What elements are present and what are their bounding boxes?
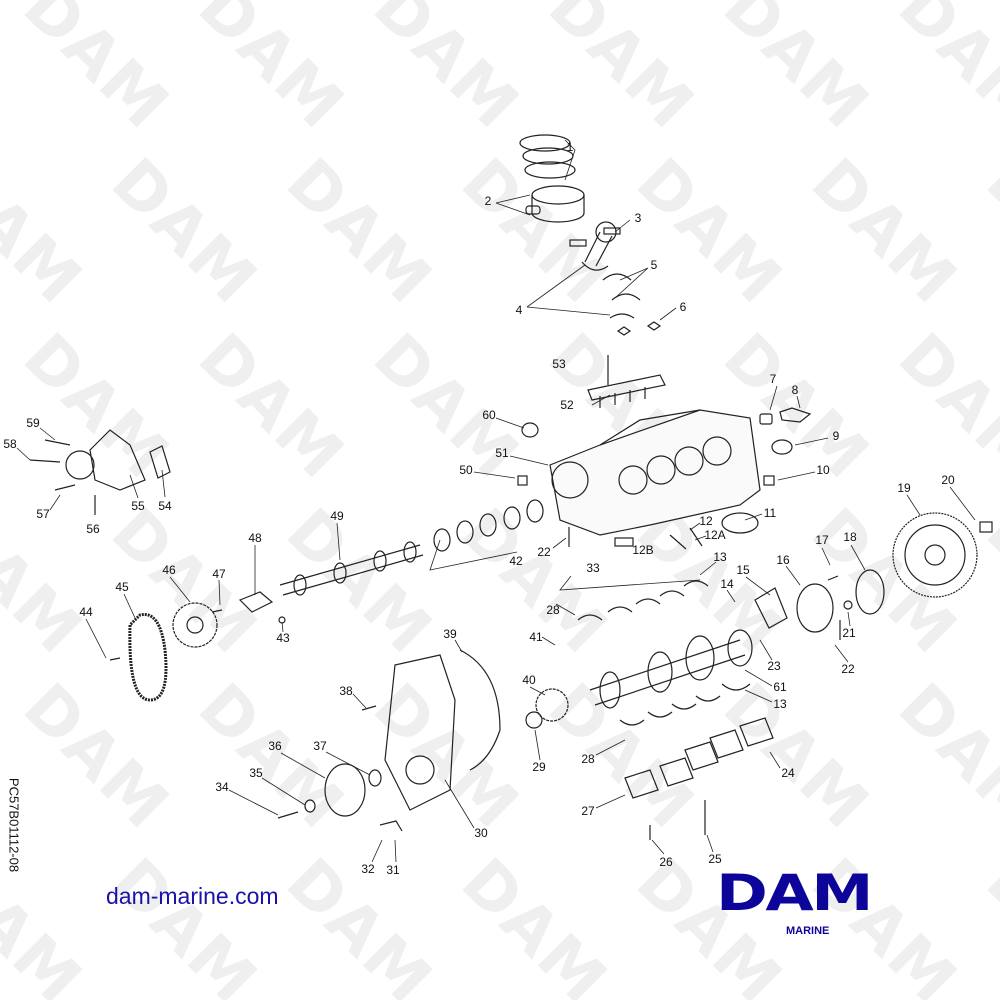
callout-label: 18 bbox=[843, 530, 857, 544]
callout-label: 37 bbox=[313, 739, 327, 753]
callout-label: 15 bbox=[736, 563, 750, 577]
callout-label: 35 bbox=[249, 766, 263, 780]
callout-label: 30 bbox=[474, 826, 488, 840]
water-pump bbox=[29, 429, 171, 515]
callout-label: 54 bbox=[158, 499, 172, 513]
cam-sprocket bbox=[172, 602, 218, 648]
callout-label: 34 bbox=[215, 780, 229, 794]
callout-label: 10 bbox=[816, 463, 830, 477]
drawing-code: PC57B01112-08 bbox=[6, 777, 22, 873]
callout-label: 55 bbox=[131, 499, 145, 513]
rear-seal-housing bbox=[754, 569, 885, 640]
callout-label: 28 bbox=[546, 603, 560, 617]
callout-label: 12A bbox=[704, 528, 726, 542]
callout-label: 22 bbox=[841, 662, 855, 676]
flywheel bbox=[892, 512, 993, 598]
callout-label: 4 bbox=[515, 303, 523, 317]
callout-label: 49 bbox=[330, 509, 344, 523]
callout-label: 31 bbox=[386, 863, 400, 877]
callout-label: 46 bbox=[162, 563, 176, 577]
timing-chain bbox=[109, 612, 168, 702]
callout-label: 19 bbox=[897, 481, 911, 495]
callout-label: 51 bbox=[495, 446, 509, 460]
callout-label: 57 bbox=[36, 507, 50, 521]
crank-sprocket bbox=[525, 688, 569, 729]
website-link[interactable]: dam-marine.com bbox=[106, 883, 279, 909]
lifter-guide bbox=[587, 355, 666, 408]
callout-label: 26 bbox=[659, 855, 673, 869]
callout-label: 17 bbox=[815, 533, 829, 547]
callout-label: 20 bbox=[941, 473, 955, 487]
callout-label: 59 bbox=[26, 416, 40, 430]
main-bearings-lower bbox=[619, 683, 751, 726]
leader-lines bbox=[16, 139, 976, 863]
callout-label: 28 bbox=[581, 752, 595, 766]
callout-label: 44 bbox=[79, 605, 93, 619]
callout-label: 36 bbox=[268, 739, 282, 753]
callout-label: 27 bbox=[581, 804, 595, 818]
crankshaft bbox=[589, 629, 753, 709]
callout-label: 56 bbox=[86, 522, 100, 536]
thrust-plate bbox=[211, 591, 286, 624]
callout-label: 13 bbox=[773, 697, 787, 711]
rod-bearings bbox=[602, 273, 662, 336]
cam-bearings bbox=[433, 499, 544, 552]
callout-label: 13 bbox=[713, 550, 727, 564]
dam-logo: DAM bbox=[716, 864, 873, 922]
callout-label: 47 bbox=[212, 567, 226, 581]
callout-label: 42 bbox=[509, 554, 523, 568]
callout-label: 40 bbox=[522, 673, 536, 687]
callout-label: 50 bbox=[459, 463, 473, 477]
balancer bbox=[277, 763, 403, 832]
logo-subtext: MARINE bbox=[786, 925, 830, 937]
callout-label: 41 bbox=[529, 630, 543, 644]
callout-label: 2 bbox=[484, 194, 492, 208]
callout-label: 23 bbox=[767, 659, 781, 673]
callout-label: 24 bbox=[781, 766, 795, 780]
callout-label: 61 bbox=[773, 680, 787, 694]
callout-label: 12 bbox=[699, 514, 713, 528]
callout-label: 5 bbox=[650, 258, 658, 272]
callout-label: 22 bbox=[537, 545, 551, 559]
callout-label: 3 bbox=[634, 211, 642, 225]
main-bearings-upper bbox=[577, 580, 709, 621]
callout-label: 39 bbox=[443, 627, 457, 641]
callout-label: 58 bbox=[3, 437, 17, 451]
oil-pump bbox=[568, 512, 759, 550]
connecting-rod bbox=[569, 221, 621, 271]
front-cover bbox=[361, 649, 501, 811]
callout-label: 48 bbox=[248, 531, 262, 545]
callout-label: 33 bbox=[586, 561, 600, 575]
callout-label: 32 bbox=[361, 862, 375, 876]
callout-label: 43 bbox=[276, 631, 290, 645]
callout-label: 7 bbox=[769, 372, 777, 386]
callout-label: 8 bbox=[791, 383, 799, 397]
callout-label: 45 bbox=[115, 580, 129, 594]
callout-label: 38 bbox=[339, 684, 353, 698]
callout-label: 11 bbox=[763, 506, 777, 520]
callout-label: 1 bbox=[566, 140, 574, 154]
engine-block bbox=[549, 409, 761, 536]
callout-label: 14 bbox=[720, 577, 734, 591]
callout-label: 6 bbox=[679, 300, 687, 314]
callout-label: 60 bbox=[482, 408, 496, 422]
callout-label: 53 bbox=[552, 357, 566, 371]
callout-label: 52 bbox=[560, 398, 574, 412]
small-parts-right bbox=[517, 407, 812, 486]
callout-label: 25 bbox=[708, 852, 722, 866]
callout-label: 21 bbox=[842, 626, 856, 640]
camshaft bbox=[279, 541, 424, 596]
callout-label: 12B bbox=[632, 543, 654, 557]
callout-label: 29 bbox=[532, 760, 546, 774]
callout-label: 9 bbox=[832, 429, 840, 443]
main-caps bbox=[624, 717, 774, 840]
piston bbox=[525, 185, 585, 223]
callout-label: 16 bbox=[776, 553, 790, 567]
